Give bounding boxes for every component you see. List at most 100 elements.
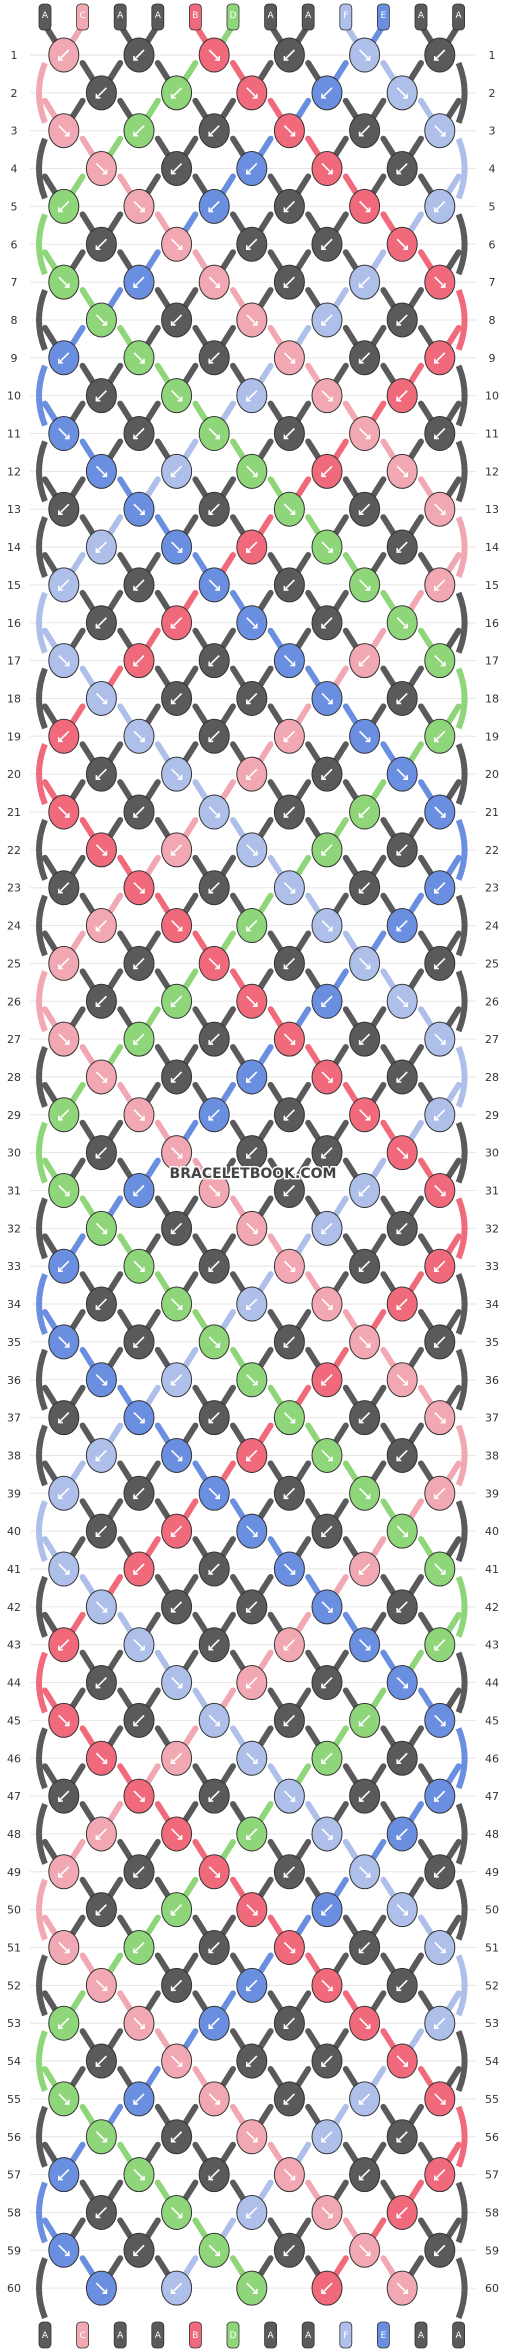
row-number-right: 17 [485,655,499,668]
arrow-icon [95,1456,101,1462]
row-number-right: 11 [485,428,499,441]
knot [85,1135,117,1171]
knot [236,453,268,489]
knot [311,1665,343,1701]
knot [123,1324,155,1360]
knot [198,1248,230,1284]
arrow-icon [252,1532,258,1537]
knot [198,188,230,224]
arrow-icon [133,1948,138,1954]
edge-turn [36,1045,468,1108]
knot [236,302,268,338]
arrow-icon [283,2024,289,2029]
knot [123,416,155,451]
arrow-icon [440,2099,446,2105]
knot [198,1930,230,1965]
arrow-icon [321,775,326,780]
arrow-icon [328,548,333,553]
row-number-right: 59 [485,2244,499,2257]
arrow-icon [102,1986,108,1992]
knot [236,832,268,868]
arrow-icon [140,888,145,894]
knot [48,718,80,754]
strand-stub [188,2321,202,2349]
knot [198,870,230,906]
row-number-left: 16 [7,617,21,630]
arrow-icon [328,1834,333,1840]
arrow-icon [328,169,333,175]
strand-letter: A [305,2331,312,2341]
knot [236,2119,268,2155]
arrow-icon [133,661,138,667]
row-number-right: 30 [485,1147,499,1160]
arrow-icon [328,1607,333,1613]
knot [85,1665,117,1701]
row-number-right: 32 [485,1222,499,1235]
knot [386,1740,418,1776]
arrow-icon [365,2251,371,2257]
arrow-icon [365,207,371,213]
knot [198,1627,230,1663]
knot [198,340,230,376]
arrow-icon [95,548,101,553]
knot [85,529,117,565]
knot [198,1324,230,1360]
knot [311,1513,343,1549]
row-number-left: 41 [7,1563,21,1576]
knot [273,1702,305,1738]
strand-stub [226,3,240,31]
edge-turn [36,667,468,730]
knot [236,226,268,262]
knot [48,1324,80,1360]
knot [311,151,343,187]
row-number-right: 23 [485,882,499,895]
row-number-left: 59 [7,2244,21,2257]
arrow-icon [133,1040,138,1045]
row-number-left: 28 [7,1071,21,1084]
row-number-left: 4 [11,163,18,176]
knot [123,1097,155,1133]
knot [123,340,155,376]
arrow-icon [440,661,446,667]
arrow-icon [95,396,101,402]
arrow-icon [177,775,183,780]
knot [123,1702,155,1738]
knot [349,1930,381,1965]
knot [85,983,117,1019]
arrow-icon [215,2099,220,2105]
knot [273,794,305,830]
arrow-icon [140,737,145,743]
knot [273,567,305,603]
knot [236,1210,268,1246]
knot [48,264,80,300]
knot [424,567,456,603]
knot [311,2194,343,2230]
knot [349,2005,381,2041]
knot [273,1930,305,1965]
knot [424,37,456,73]
knot [48,2081,80,2117]
knot [198,1551,230,1587]
knot [123,1627,155,1663]
arrow-icon [208,1267,214,1272]
arrow-icon [215,1342,220,1348]
arrow-icon [177,1683,183,1689]
arrow-icon [321,1532,326,1537]
strand-letter: D [230,2331,237,2341]
arrow-icon [358,1191,364,1197]
row-number-left: 43 [7,1639,21,1652]
knot [424,340,456,376]
row-number-left: 20 [7,768,21,781]
row-number-left: 53 [7,2017,21,2030]
knot [386,453,418,489]
knot [198,718,230,754]
arrow-icon [64,131,70,137]
arrow-icon [365,585,371,591]
knot [123,1551,155,1587]
arrow-icon [365,1494,371,1500]
knot [349,1021,381,1057]
strand-stub [452,2321,466,2349]
arrow-icon [170,93,176,99]
arrow-icon [358,283,364,288]
knot [48,794,80,830]
